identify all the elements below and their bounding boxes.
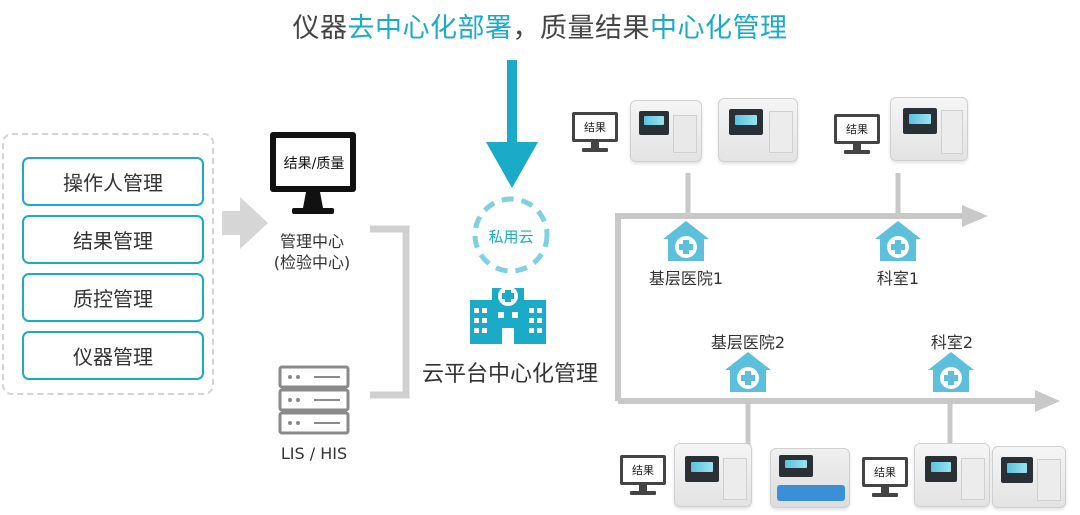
- medical-house-icon-dept1: [875, 221, 921, 261]
- lis-his-label: LIS / HIS: [280, 444, 348, 463]
- hospital1-label: 基层医院1: [648, 269, 724, 288]
- hospital-building-icon: [470, 286, 546, 344]
- medical-house-icon-dept2: [928, 352, 974, 392]
- management-center-line1: 管理中心: [279, 232, 344, 251]
- panel-right-arrow-icon: [222, 197, 268, 249]
- headline-highlight-1: 去中心化部署: [347, 13, 513, 44]
- medical-house-icon-hospital2: [725, 352, 771, 392]
- headline-part1: 仪器: [292, 13, 348, 44]
- analyzer-device: [914, 443, 990, 507]
- private-cloud-label: 私用云: [488, 228, 534, 246]
- headline: 仪器去中心化部署，质量结果中心化管理: [0, 6, 1080, 45]
- dept2-label: 科室2: [930, 333, 974, 352]
- connector-bracket: [370, 225, 410, 399]
- headline-part3: ，质量结果: [512, 13, 650, 44]
- management-center-line2: (检验中心): [273, 253, 351, 272]
- analyzer-device: [890, 97, 968, 161]
- private-cloud-icon: [472, 196, 550, 274]
- result-monitor-3: 结果: [620, 455, 666, 501]
- monitor-icon: [270, 132, 356, 214]
- analyzer-device: [992, 446, 1066, 508]
- analyzer-device: [718, 98, 798, 162]
- hospital2-label: 基层医院2: [710, 333, 786, 352]
- result-monitor-3-text: 结果: [620, 455, 666, 485]
- operator-management-button[interactable]: 操作人管理: [22, 157, 204, 206]
- monitor-screen-text: 结果/质量: [283, 156, 345, 172]
- result-monitor-2: 结果: [834, 114, 880, 160]
- result-monitor-1-text: 结果: [572, 112, 618, 142]
- down-arrow-icon: [486, 60, 538, 188]
- cloud-platform-label: 云平台中心化管理: [421, 362, 598, 387]
- dept1-label: 科室1: [876, 269, 920, 288]
- medical-house-icon-hospital1: [663, 221, 709, 261]
- function-panel: 操作人管理 结果管理 质控管理 仪器管理: [2, 133, 214, 395]
- qc-management-button[interactable]: 质控管理: [22, 273, 204, 322]
- network-lines: [615, 173, 1060, 445]
- management-center-label: 管理中心 (检验中心): [258, 231, 366, 273]
- result-monitor-4: 结果: [862, 457, 908, 503]
- headline-highlight-2: 中心化管理: [650, 13, 788, 44]
- result-monitor-4-text: 结果: [862, 457, 908, 487]
- analyzer-device: [770, 448, 850, 508]
- analyzer-device: [630, 100, 702, 162]
- result-management-button[interactable]: 结果管理: [22, 215, 204, 264]
- instrument-management-button[interactable]: 仪器管理: [22, 331, 204, 380]
- server-icon: [278, 365, 350, 435]
- result-monitor-2-text: 结果: [834, 114, 880, 144]
- analyzer-device: [674, 443, 752, 507]
- result-monitor-1: 结果: [572, 112, 618, 158]
